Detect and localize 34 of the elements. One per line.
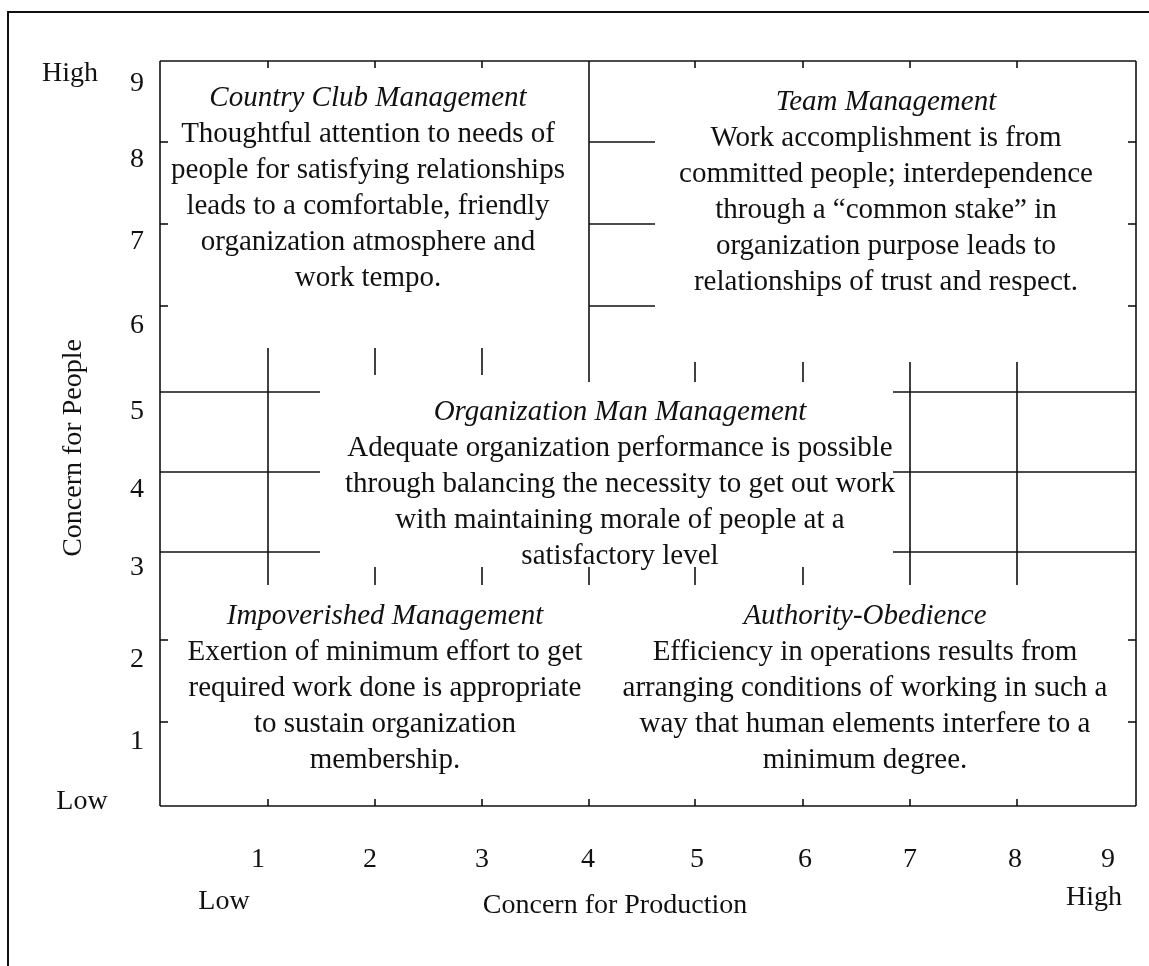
tick-label: 3 — [475, 842, 489, 874]
tick-label: 4 — [581, 842, 595, 874]
axis-end-label: High — [42, 56, 98, 88]
axis-title: Concern for People — [56, 339, 88, 557]
tick-label: 6 — [798, 842, 812, 874]
region-description: Work accomplishment is from committed people; interdependence through a “common stake” in organization purpose leads to relationships of trust and respect. — [678, 119, 1094, 298]
region-description: Adequate organization performance is possible through balancing the necessity to get out work with maintaining morale of people at a satisfactory level — [343, 429, 897, 572]
axis-title: Concern for Production — [482, 888, 748, 920]
tick-label: 8 — [130, 142, 144, 174]
tick-label: 1 — [251, 842, 265, 874]
tick-label: 7 — [130, 224, 144, 256]
axis-end-label: Low — [198, 884, 250, 916]
tick-label: 1 — [130, 724, 144, 756]
region-title: Country Club Management — [208, 79, 528, 114]
tick-label: 3 — [130, 550, 144, 582]
region-description: Exertion of minimum effort to get required work done is appropriate to sustain organization membership. — [186, 633, 584, 776]
tick-label: 6 — [130, 308, 144, 340]
region-title: Impoverished Management — [225, 597, 545, 632]
tick-label: 5 — [130, 394, 144, 426]
region-title: Team Management — [774, 83, 998, 118]
axis-end-label: High — [1066, 880, 1122, 912]
region-title: Organization Man Management — [432, 393, 808, 428]
tick-label: 7 — [903, 842, 917, 874]
region-description: Efficiency in operations results from arranging conditions of working in such a way that human elements interfere to a minimum degree. — [621, 633, 1109, 776]
tick-label: 8 — [1008, 842, 1022, 874]
tick-label: 5 — [690, 842, 704, 874]
tick-label: 2 — [130, 642, 144, 674]
tick-label: 9 — [1101, 842, 1115, 874]
region-title: Authority-Obedience — [741, 597, 988, 632]
tick-label: 2 — [363, 842, 377, 874]
tick-label: 4 — [130, 472, 144, 504]
region-description: Thoughtful attention to needs of people for satisfying relationships leads to a comfortable, friendly organization atmosphere and work tempo. — [170, 115, 566, 294]
axis-end-label: Low — [56, 784, 108, 816]
tick-label: 9 — [130, 66, 144, 98]
